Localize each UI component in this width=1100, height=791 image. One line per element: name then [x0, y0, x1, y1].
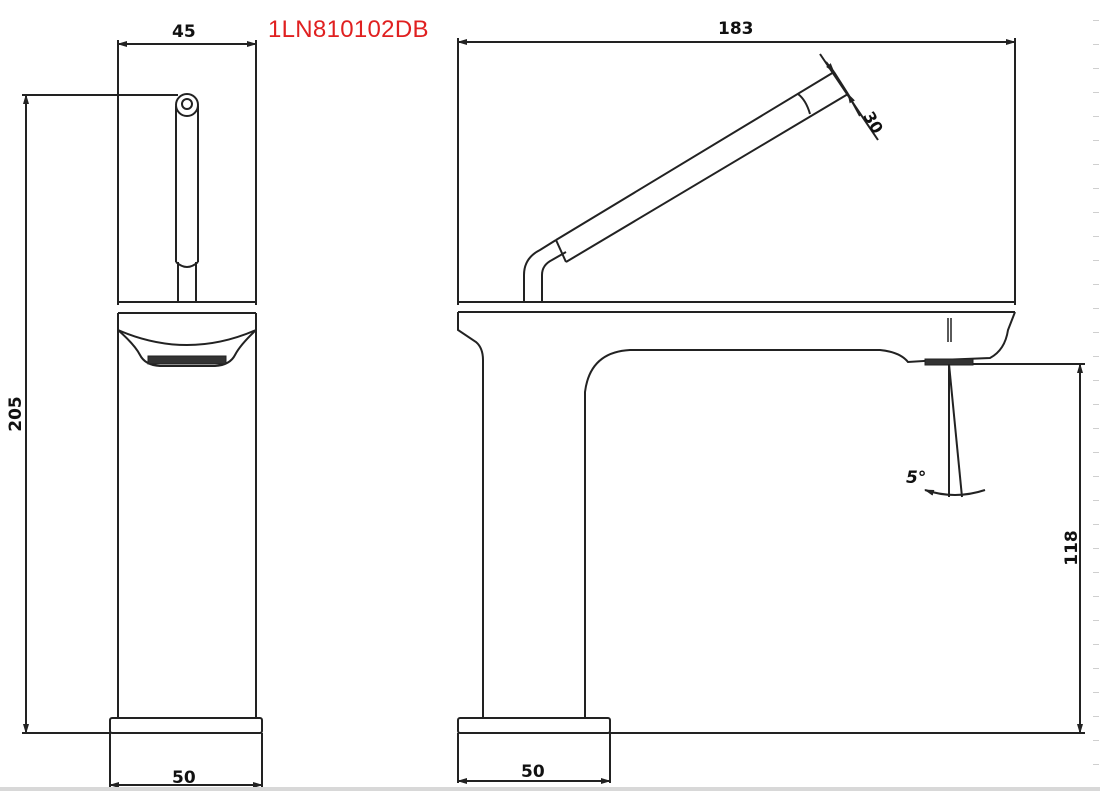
dimension-side-width: 45	[172, 22, 196, 42]
ruler-ticks	[1093, 0, 1099, 787]
dimension-spout-height: 118	[1061, 530, 1082, 566]
front-view	[457, 38, 1085, 784]
side-view	[22, 40, 263, 788]
dimension-spout-angle: 5°	[906, 468, 927, 488]
bottom-border	[0, 787, 1100, 791]
model-code-label: 1LN810102DB	[268, 16, 429, 43]
dimension-side-base-width: 50	[172, 768, 196, 788]
dimension-total-length: 183	[718, 19, 754, 39]
dimension-front-base-width: 50	[521, 762, 545, 782]
dimension-total-height: 205	[5, 396, 26, 432]
